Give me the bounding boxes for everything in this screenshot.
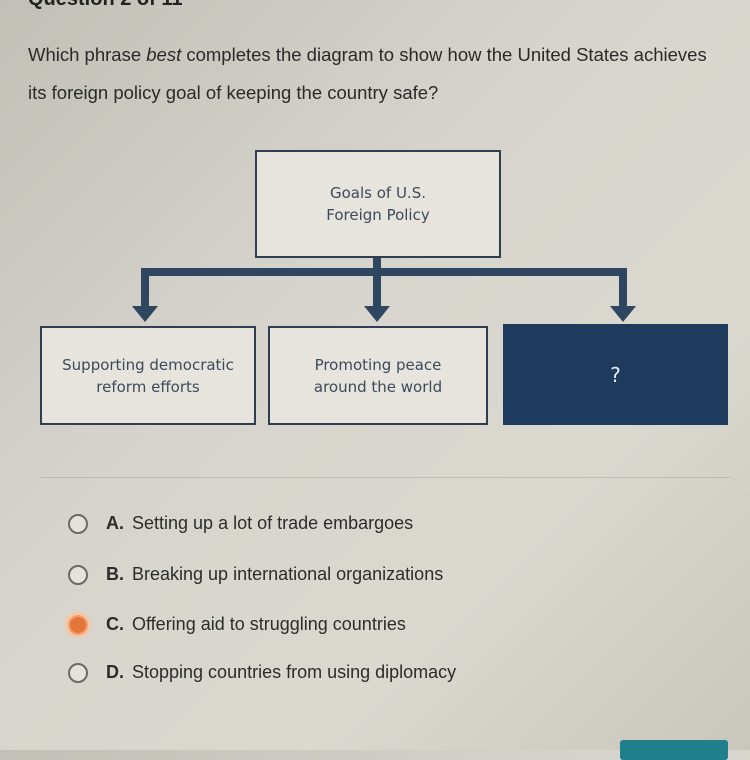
connector [141, 268, 149, 308]
option-d[interactable]: D.Stopping countries from using diplomac… [68, 662, 456, 683]
radio-button[interactable] [68, 662, 88, 683]
diagram-child-box: Supporting democratic reform efforts [40, 326, 256, 425]
divider [40, 477, 730, 478]
radio-button[interactable] [68, 564, 88, 585]
radio-button-selected[interactable] [68, 614, 88, 635]
connector [373, 258, 381, 272]
arrow-down-icon [364, 306, 390, 322]
arrow-down-icon [610, 306, 636, 322]
question-text: Which phrase best completes the diagram … [28, 44, 707, 103]
submit-button[interactable] [620, 740, 728, 760]
option-a[interactable]: A.Setting up a lot of trade embargoes [68, 513, 413, 534]
question-counter: Question 2 of 11 [28, 0, 182, 11]
connector [619, 268, 627, 308]
radio-button[interactable] [68, 513, 88, 534]
connector [373, 268, 381, 308]
arrow-down-icon [132, 306, 158, 322]
diagram-child-box: Promoting peace around the world [268, 326, 488, 425]
diagram-root-box: Goals of U.S. Foreign Policy [255, 150, 501, 258]
diagram-unknown-box: ? [503, 324, 728, 425]
connector [141, 268, 627, 276]
option-c[interactable]: C.Offering aid to struggling countries [68, 614, 406, 635]
option-b[interactable]: B.Breaking up international organization… [68, 564, 443, 585]
